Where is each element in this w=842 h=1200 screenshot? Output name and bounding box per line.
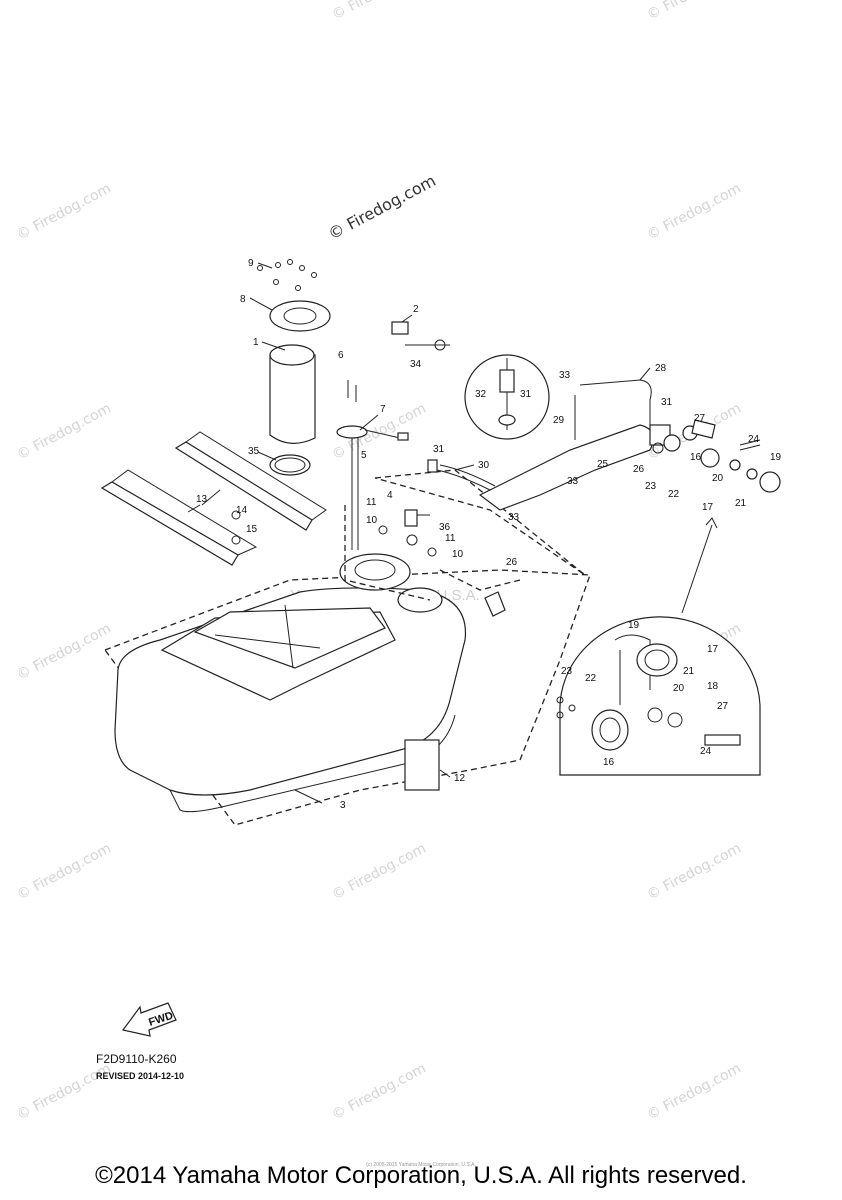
part-numbers: 1 2 3 4 5 6 7 8 9 10 10 11 11 12 13 14 1… (196, 258, 782, 811)
watermark: © Firedog.com (14, 1061, 113, 1124)
callout-10a: 10 (366, 515, 378, 526)
callout-20a: 20 (712, 473, 724, 484)
callout-8: 8 (240, 294, 246, 305)
inset-detail-large (556, 616, 761, 776)
watermark: © Firedog.com (329, 0, 428, 24)
callout-19a: 19 (770, 452, 782, 463)
callout-9: 9 (248, 258, 254, 269)
watermark: © Firedog.com (644, 0, 743, 24)
callout-1: 1 (253, 337, 259, 348)
watermark: © Firedog.com (14, 401, 113, 464)
callout-12: 12 (454, 773, 466, 784)
callout-17b: 17 (707, 644, 719, 655)
callout-36: 36 (439, 522, 451, 533)
callout-27a: 27 (694, 413, 706, 424)
inset-detail-top (464, 354, 550, 440)
watermark: © Firedog.com (644, 1061, 743, 1124)
callout-20b: 20 (673, 683, 685, 694)
watermark-main: © Firedog.com (325, 171, 439, 244)
clip-and-bolt (391, 321, 450, 351)
callout-4: 4 (387, 490, 393, 501)
callout-25: 25 (597, 459, 609, 470)
callout-23a: 23 (645, 481, 657, 492)
callout-34: 34 (410, 359, 422, 370)
callout-29: 29 (553, 415, 565, 426)
callout-16b: 16 (603, 757, 615, 768)
callout-19b: 19 (628, 620, 640, 631)
callout-16a: 16 (690, 452, 702, 463)
label-sticker (404, 739, 440, 791)
inset-pointer (681, 524, 713, 614)
watermark: © Firedog.com (14, 841, 113, 904)
filler-cap-parts (652, 419, 781, 493)
callout-33a: 33 (559, 370, 571, 381)
callout-26a: 26 (633, 464, 645, 475)
fuel-pump-assembly (257, 259, 331, 476)
callout-11b: 11 (445, 533, 456, 544)
callout-31b: 31 (520, 389, 532, 400)
callout-24b: 24 (700, 746, 712, 757)
watermark: © Firedog.com (14, 621, 113, 684)
callout-31a: 31 (433, 444, 445, 455)
tiny-copyright-note: (c) 2005-2015 Yamaha Motor Corporation, … (366, 1162, 476, 1168)
callout-14: 14 (236, 505, 248, 516)
watermark: © Firedog.com (644, 181, 743, 244)
callout-18: 18 (707, 681, 719, 692)
forward-arrow: FWD (121, 1002, 177, 1037)
diagram-code: F2D9110-K260 (96, 1052, 177, 1066)
watermark: © Firedog.com (329, 1061, 428, 1124)
callout-17a: 17 (702, 502, 714, 513)
callout-5: 5 (361, 450, 367, 461)
revision-date: REVISED 2014-12-10 (96, 1071, 185, 1081)
callout-3: 3 (340, 800, 346, 811)
callout-31c: 31 (661, 397, 673, 408)
callout-35: 35 (248, 446, 260, 457)
mounting-brackets (100, 431, 327, 566)
callout-30: 30 (478, 460, 490, 471)
watermark: © Firedog.com (14, 181, 113, 244)
callout-32: 32 (475, 389, 487, 400)
callout-21a: 21 (735, 498, 747, 509)
copyright-footer: ©2014 Yamaha Motor Corporation, U.S.A. A… (95, 1162, 747, 1189)
arrow-head (705, 517, 718, 529)
callout-22a: 22 (668, 489, 680, 500)
callout-7: 7 (380, 404, 386, 415)
callout-33c: 33 (508, 512, 520, 523)
leader-lines (187, 262, 651, 804)
callout-15: 15 (246, 524, 258, 535)
callout-22b: 22 (585, 673, 597, 684)
callout-10b: 10 (452, 549, 464, 560)
vent-valve-cluster (344, 505, 521, 601)
callout-23b: 23 (561, 666, 573, 677)
callout-26b: 26 (506, 557, 518, 568)
callout-21b: 21 (683, 666, 695, 677)
callout-13: 13 (196, 494, 208, 505)
callout-33b: 33 (567, 476, 579, 487)
watermark: © Firedog.com (329, 841, 428, 904)
callout-28: 28 (655, 363, 667, 374)
callout-6: 6 (338, 350, 344, 361)
callout-27b: 27 (717, 701, 729, 712)
callout-2: 2 (413, 304, 419, 315)
callout-24a: 24 (748, 434, 760, 445)
fuel-sender (336, 380, 409, 550)
callout-11a: 11 (366, 497, 377, 508)
watermark: © Firedog.com (644, 841, 743, 904)
fuel-tank (103, 553, 591, 826)
